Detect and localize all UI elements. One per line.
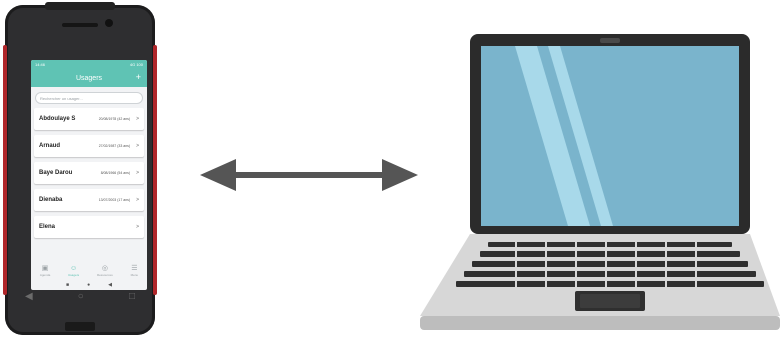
status-bar: 14:46 4G 100 xyxy=(31,60,147,69)
chevron-right-icon: > xyxy=(136,116,139,122)
bidirectional-arrow-icon xyxy=(200,155,418,195)
recent-apps-icon[interactable]: ■ xyxy=(66,282,69,288)
user-name: Elena xyxy=(39,224,130,230)
plus-icon[interactable]: + xyxy=(136,72,141,82)
tab-label: Usagers xyxy=(68,273,79,277)
calendar-icon: ▣ xyxy=(42,265,49,273)
laptop-base-edge xyxy=(420,316,780,330)
search-input[interactable]: Rechercher un usager... xyxy=(35,92,143,104)
list-item[interactable]: Abdoulaye S 20/08/1978 (42 ans) > xyxy=(34,108,144,130)
hw-menu-icon[interactable]: □ xyxy=(129,291,135,302)
user-name: Baye Darou xyxy=(39,170,101,176)
list-item[interactable]: Dienaba 13/07/2003 (17 ans) > xyxy=(34,189,144,211)
list-item[interactable]: Arnaud 27/02/1987 (33 ans) > xyxy=(34,135,144,157)
app-header: Usagers + xyxy=(31,69,147,87)
tab-label: Agenda xyxy=(40,273,50,277)
laptop-illustration xyxy=(420,30,780,335)
phone-speaker xyxy=(62,23,98,27)
chevron-right-icon: > xyxy=(136,197,139,203)
page-title: Usagers xyxy=(76,75,102,82)
hardware-keys: ◀ ○ □ xyxy=(25,291,135,302)
home-icon[interactable]: ● xyxy=(87,282,90,288)
tab-label: Ressources xyxy=(97,273,113,277)
hw-home-icon[interactable]: ○ xyxy=(78,291,84,302)
globe-icon: ◎ xyxy=(102,265,108,273)
tab-menu[interactable]: ☰ Menu xyxy=(131,262,139,280)
phone-top-cap xyxy=(45,2,115,10)
list-item[interactable]: Baye Darou 8/08/1966 (54 ans) > xyxy=(34,162,144,184)
phone-side-bumper xyxy=(3,45,7,295)
chevron-right-icon: > xyxy=(136,224,139,230)
list-item[interactable]: Elena > xyxy=(34,216,144,238)
chevron-right-icon: > xyxy=(136,170,139,176)
hw-back-icon[interactable]: ◀ xyxy=(25,291,33,302)
user-name: Dienaba xyxy=(39,197,99,203)
chevron-right-icon: > xyxy=(136,143,139,149)
tab-ressources[interactable]: ◎ Ressources xyxy=(97,262,113,280)
search-placeholder: Rechercher un usager... xyxy=(40,96,83,101)
laptop-webcam xyxy=(600,38,620,43)
user-name: Abdoulaye S xyxy=(39,116,99,122)
user-icon: ☺ xyxy=(70,265,77,273)
status-time: 14:46 xyxy=(35,62,45,69)
laptop-screen xyxy=(481,46,739,226)
user-birthdate: 20/08/1978 (42 ans) xyxy=(99,117,130,121)
status-indicators: 4G 100 xyxy=(130,62,143,69)
phone-side-bumper xyxy=(153,45,157,295)
user-birthdate: 27/02/1987 (33 ans) xyxy=(99,144,130,148)
phone-screen: 14:46 4G 100 Usagers + Rechercher un usa… xyxy=(31,60,147,290)
user-name: Arnaud xyxy=(39,143,99,149)
tab-agenda[interactable]: ▣ Agenda xyxy=(40,262,50,280)
tab-usagers[interactable]: ☺ Usagers xyxy=(68,262,79,280)
back-icon[interactable]: ◀ xyxy=(108,282,112,288)
smartphone: 14:46 4G 100 Usagers + Rechercher un usa… xyxy=(5,5,155,335)
user-list: Abdoulaye S 20/08/1978 (42 ans) > Arnaud… xyxy=(31,108,147,238)
user-birthdate: 8/08/1966 (54 ans) xyxy=(101,171,130,175)
tab-label: Menu xyxy=(131,273,139,277)
android-nav-bar: ■ ● ◀ xyxy=(31,280,147,290)
user-birthdate: 13/07/2003 (17 ans) xyxy=(99,198,130,202)
menu-icon: ☰ xyxy=(131,265,137,273)
front-camera xyxy=(105,19,113,27)
phone-bottom-port xyxy=(65,322,95,331)
bottom-tab-bar: ▣ Agenda ☺ Usagers ◎ Ressources ☰ Menu xyxy=(31,262,147,280)
